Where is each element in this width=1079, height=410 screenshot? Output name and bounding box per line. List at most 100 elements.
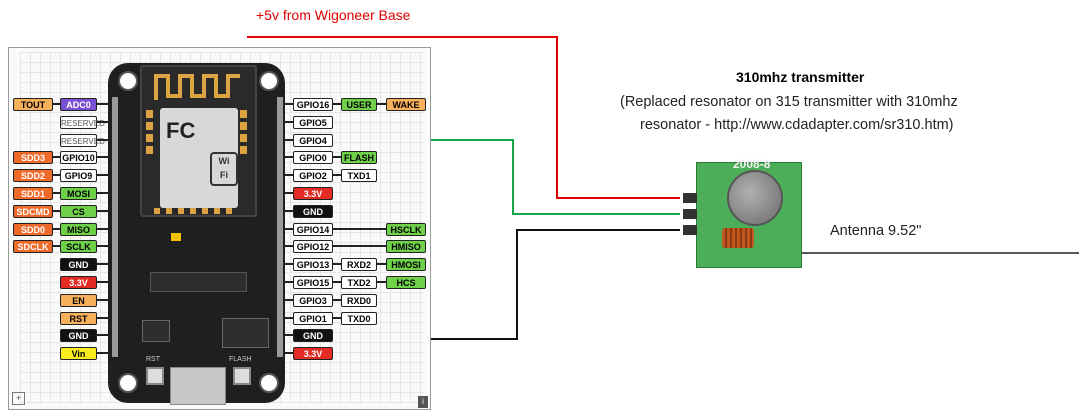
pin-connector (377, 103, 386, 105)
pin-label-gpio0: GPIO0 (293, 151, 333, 164)
pin-connector (97, 103, 109, 105)
transmitter-note-line1: (Replaced resonator on 315 transmitter w… (620, 94, 958, 110)
pin-label-tout: TOUT (13, 98, 53, 111)
pin-header-2 (683, 209, 697, 219)
pin-label-rxd0: RXD0 (341, 294, 377, 307)
antenna-label: Antenna 9.52" (830, 223, 922, 239)
flash-button-label: FLASH (229, 356, 252, 363)
info-icon[interactable]: i (418, 396, 428, 408)
pin-connector (53, 156, 60, 158)
pin-label-gpio13: GPIO13 (293, 258, 333, 271)
pin-connector (285, 334, 293, 336)
pin-connector (285, 317, 293, 319)
pin-header-1 (683, 193, 697, 203)
pin-connector (333, 103, 341, 105)
pin-connector (333, 245, 386, 247)
pin-label-sdd3: SDD3 (13, 151, 53, 164)
pin-label-rxd2: RXD2 (341, 258, 377, 271)
pin-connector (97, 281, 109, 283)
pin-connector (97, 299, 109, 301)
pin-label-gpio12: GPIO12 (293, 240, 333, 253)
pin-connector (285, 156, 293, 158)
pin-connector (97, 210, 109, 212)
pin-label-cs: CS (60, 205, 97, 218)
pin-label-vin: Vin (60, 347, 97, 360)
pin-label-hsclk: HSCLK (386, 223, 426, 236)
mount-hole-bl (118, 373, 138, 393)
pin-label-miso: MISO (60, 223, 97, 236)
pin-connector (333, 263, 341, 265)
pin-connector (377, 281, 386, 283)
pin-label-3.3v: 3.3V (60, 276, 97, 289)
pin-label-sdcmd: SDCMD (13, 205, 53, 218)
pin-label-hmosi: HMOSI (386, 258, 426, 271)
pin-label-gnd: GND (60, 258, 97, 271)
rst-button (146, 367, 164, 385)
antenna-coil (722, 228, 754, 248)
pin-label-sdd2: SDD2 (13, 169, 53, 182)
pin-connector (97, 317, 109, 319)
pin-label-mosi: MOSI (60, 187, 97, 200)
pin-label-hmiso: HMISO (386, 240, 426, 253)
saw-resonator (727, 170, 783, 226)
pin-label-txd0: TXD0 (341, 312, 377, 325)
pin-connector (285, 352, 293, 354)
pin-connector (53, 228, 60, 230)
pin-connector (285, 210, 293, 212)
pin-label-gpio2: GPIO2 (293, 169, 333, 182)
module-pads (146, 110, 247, 214)
pin-connector (97, 245, 109, 247)
pin-label-gpio9: GPIO9 (60, 169, 97, 182)
usb-chip (150, 272, 247, 292)
rst-button-label: RST (146, 356, 160, 363)
pin-connector (97, 139, 109, 141)
pin-connector (285, 192, 293, 194)
small-chip (142, 320, 170, 342)
pin-label-3.3v: 3.3V (293, 347, 333, 360)
pin-label-wake: WAKE (386, 98, 426, 111)
pin-label-gpio14: GPIO14 (293, 223, 333, 236)
pin-label-hcs: HCS (386, 276, 426, 289)
pin-connector (285, 174, 293, 176)
pin-header-3 (683, 225, 697, 235)
pin-connector (97, 174, 109, 176)
pin-connector (285, 263, 293, 265)
led (171, 233, 181, 241)
pin-label-3.3v: 3.3V (293, 187, 333, 200)
pin-label-sclk: SCLK (60, 240, 97, 253)
pin-connector (53, 103, 60, 105)
pin-label-gpio10: GPIO10 (60, 151, 97, 164)
pin-label-reserved: RESERVED (60, 116, 105, 129)
usb-port (170, 367, 226, 405)
pin-label-gpio1: GPIO1 (293, 312, 333, 325)
pin-connector (53, 192, 60, 194)
pin-connector (53, 210, 60, 212)
pin-connector (333, 299, 341, 301)
pin-connector (333, 174, 341, 176)
wire-5v (247, 36, 680, 199)
pin-connector (285, 281, 293, 283)
pin-connector (285, 245, 293, 247)
transmitter-title: 310mhz transmitter (736, 69, 865, 85)
pin-connector (333, 156, 341, 158)
pin-connector (285, 228, 293, 230)
pin-connector (333, 281, 341, 283)
pin-connector (53, 174, 60, 176)
pin-connector (97, 352, 109, 354)
flash-button (233, 367, 251, 385)
pin-label-rst: RST (60, 312, 97, 325)
pin-label-sdd0: SDD0 (13, 223, 53, 236)
pin-label-sdclk: SDCLK (13, 240, 53, 253)
esp-shield (160, 108, 238, 208)
power-source-label: +5v from Wigoneer Base (256, 7, 411, 23)
pin-label-gpio15: GPIO15 (293, 276, 333, 289)
pin-connector (285, 299, 293, 301)
pin-connector (97, 121, 109, 123)
expand-icon[interactable]: + (12, 392, 25, 405)
pin-label-txd1: TXD1 (341, 169, 377, 182)
pin-label-gpio16: GPIO16 (293, 98, 333, 111)
pin-label-user: USER (341, 98, 377, 111)
pin-connector (97, 263, 109, 265)
pin-connector (97, 228, 109, 230)
